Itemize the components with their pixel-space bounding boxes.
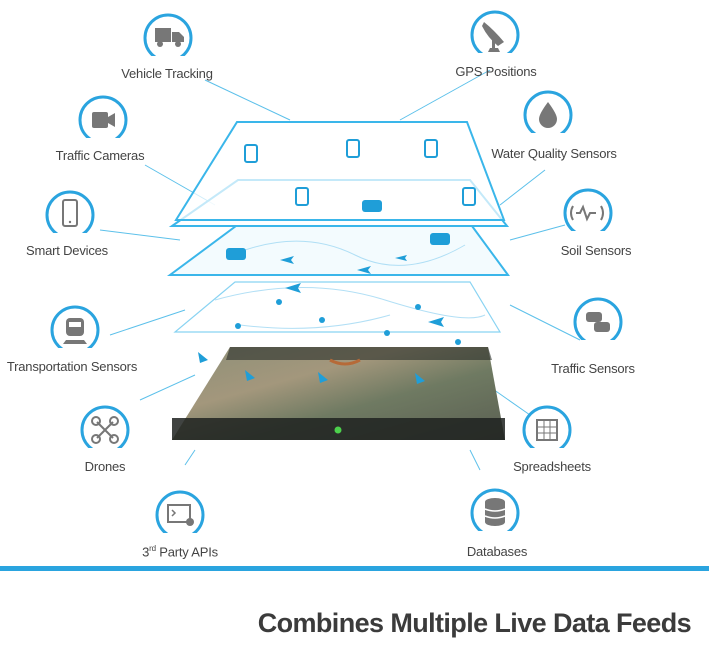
database-icon (484, 498, 506, 526)
divider-rule (0, 566, 709, 571)
satellite-dish-icon (482, 22, 504, 52)
label-water-quality-sensors: Water Quality Sensors (491, 146, 617, 161)
drone-icon (91, 416, 119, 444)
label-databases: Databases (466, 544, 528, 559)
water-drop-icon (539, 102, 557, 128)
label-gps-positions: GPS Positions (455, 64, 537, 79)
label-drones: Drones (84, 459, 126, 474)
pulse-sensor-icon (570, 204, 604, 222)
video-camera-icon (92, 112, 115, 128)
label-vehicle-tracking: Vehicle Tracking (121, 66, 213, 81)
circle-white-notches (52, 53, 616, 541)
satellite-map-layer (172, 347, 505, 440)
label-spreadsheets: Spreadsheets (513, 459, 591, 474)
vehicle-markers (226, 200, 450, 260)
label-smart-devices: Smart Devices (26, 243, 108, 258)
label-transportation-sensors: Transportation Sensors (6, 359, 138, 374)
api-terminal-icon (167, 504, 194, 526)
train-icon (63, 318, 87, 344)
connector-lines (99, 69, 581, 471)
label-traffic-cameras: Traffic Cameras (55, 148, 145, 163)
spreadsheet-icon (536, 419, 558, 441)
route-lines (214, 240, 486, 329)
label-soil-sensors: Soil Sensors (560, 243, 632, 258)
label-traffic-sensors: Traffic Sensors (551, 361, 635, 376)
traffic-cars-icon (586, 312, 610, 332)
smartphone-icon (62, 199, 78, 227)
feed-layers (166, 121, 510, 333)
social-feed-markers (198, 299, 461, 384)
headline: Combines Multiple Live Data Feeds (257, 608, 692, 638)
tablet-markers (244, 139, 476, 206)
label-third-party-apis: 3rd Party APIs (142, 544, 218, 560)
aircraft-markers (280, 255, 444, 327)
data-layers-diagram (45, 10, 623, 541)
truck-icon (155, 28, 184, 47)
